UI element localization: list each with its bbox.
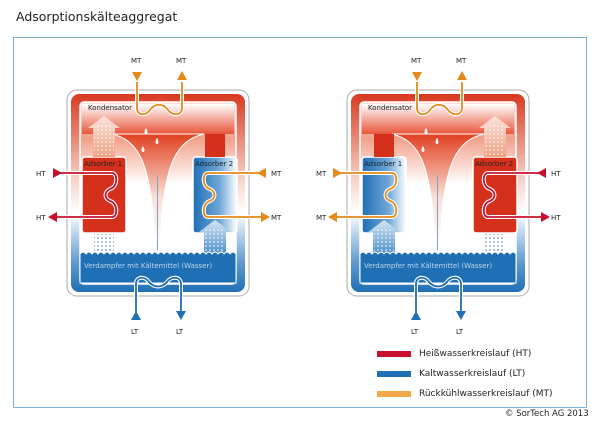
mt-outlet-arrow-icon (457, 71, 467, 80)
left-inlet-arrow-icon (333, 168, 342, 178)
mt-inlet-arrow-icon (412, 72, 422, 81)
legend-item-ht: Heißwasserkreislauf (HT) (377, 344, 553, 364)
mt-condenser-pipe (136, 82, 183, 116)
condenser (82, 104, 234, 134)
evaporator (79, 251, 237, 284)
legend-label-lt: Kaltwasserkreislauf (LT) (419, 369, 526, 379)
water-drop-icon (424, 128, 428, 134)
top-label-mt-out: MT (176, 57, 187, 65)
condenser-label: Kondensator (368, 104, 412, 112)
lt-outlet-arrow-icon (456, 311, 466, 320)
vapor-dots (94, 234, 114, 252)
adsorber-2-label: Adsorber 2 (475, 160, 513, 168)
condenser-neck (205, 134, 225, 157)
bottom-label-lt-out: LT (176, 328, 184, 336)
legend-swatch-ht (377, 351, 411, 357)
legend-item-mt: Rückkühlwasserkreislauf (MT) (377, 384, 553, 404)
left-inlet-arrow-icon (53, 168, 62, 178)
left-adsorber-pipe (56, 172, 118, 218)
water-drop-icon (155, 138, 159, 144)
condenser (362, 104, 514, 134)
right-adsorber-pipe (482, 172, 542, 218)
diagram-frame (13, 37, 587, 408)
left-label-in: MT (316, 170, 327, 178)
evaporator (359, 251, 517, 284)
legend-swatch-mt (377, 391, 411, 397)
vapor-dots (485, 124, 505, 156)
right-inlet-arrow-icon (257, 168, 266, 178)
adsorber-1-label: Adsorber 1 (84, 160, 122, 168)
diagram-title: Adsorptionskälteaggregat (16, 9, 178, 24)
legend-item-lt: Kaltwasserkreislauf (LT) (377, 364, 553, 384)
left-outlet-arrow-icon (48, 212, 57, 222)
vapor-dots (94, 124, 114, 156)
lt-evaporator-pipe (135, 276, 182, 312)
bottom-label-lt-out: LT (456, 328, 464, 336)
evaporator-label: Verdampfer mit Kältemittel (Wasser) (364, 262, 492, 270)
condenser-neck (374, 134, 394, 157)
lt-inlet-arrow-icon (411, 311, 421, 320)
right-label-out: MT (271, 214, 282, 222)
top-label-mt-in: MT (411, 57, 422, 65)
vapor-dots (205, 228, 225, 252)
left-outlet-arrow-icon (328, 212, 337, 222)
vapor-dots (485, 234, 505, 252)
water-drop-icon (141, 146, 145, 152)
lt-outlet-arrow-icon (176, 311, 186, 320)
top-label-mt-in: MT (131, 57, 142, 65)
vapor-dots (374, 228, 394, 252)
legend-label-ht: Heißwasserkreislauf (HT) (419, 349, 532, 359)
lt-inlet-arrow-icon (131, 311, 141, 320)
left-label-in: HT (36, 170, 46, 178)
legend: Heißwasserkreislauf (HT) Kaltwasserkreis… (377, 344, 553, 404)
adsorber-1-label: Adsorber 1 (364, 160, 402, 168)
adsorber-2-label: Adsorber 2 (195, 160, 233, 168)
water-drop-icon (435, 138, 439, 144)
legend-swatch-lt (377, 371, 411, 377)
legend-label-mt: Rückkühlwasserkreislauf (MT) (419, 389, 553, 399)
top-label-mt-out: MT (456, 57, 467, 65)
right-outlet-arrow-icon (261, 212, 270, 222)
left-label-out: HT (36, 214, 46, 222)
lt-evaporator-pipe (415, 276, 462, 312)
evaporator-label: Verdampfer mit Kältemittel (Wasser) (84, 262, 212, 270)
mt-outlet-arrow-icon (177, 71, 187, 80)
condenser-label: Kondensator (88, 104, 132, 112)
bottom-label-lt-in: LT (411, 328, 419, 336)
right-label-out: HT (551, 214, 561, 222)
left-adsorber-pipe (336, 172, 398, 218)
bottom-label-lt-in: LT (131, 328, 139, 336)
right-outlet-arrow-icon (541, 212, 550, 222)
right-label-in: MT (271, 170, 282, 178)
copyright: © SorTech AG 2013 (505, 409, 589, 419)
mt-inlet-arrow-icon (132, 72, 142, 81)
right-label-in: HT (551, 170, 561, 178)
right-inlet-arrow-icon (537, 168, 546, 178)
right-adsorber-pipe (202, 172, 262, 218)
left-label-out: MT (316, 214, 327, 222)
water-drop-icon (421, 146, 425, 152)
mt-condenser-pipe (416, 82, 463, 116)
water-drop-icon (144, 128, 148, 134)
